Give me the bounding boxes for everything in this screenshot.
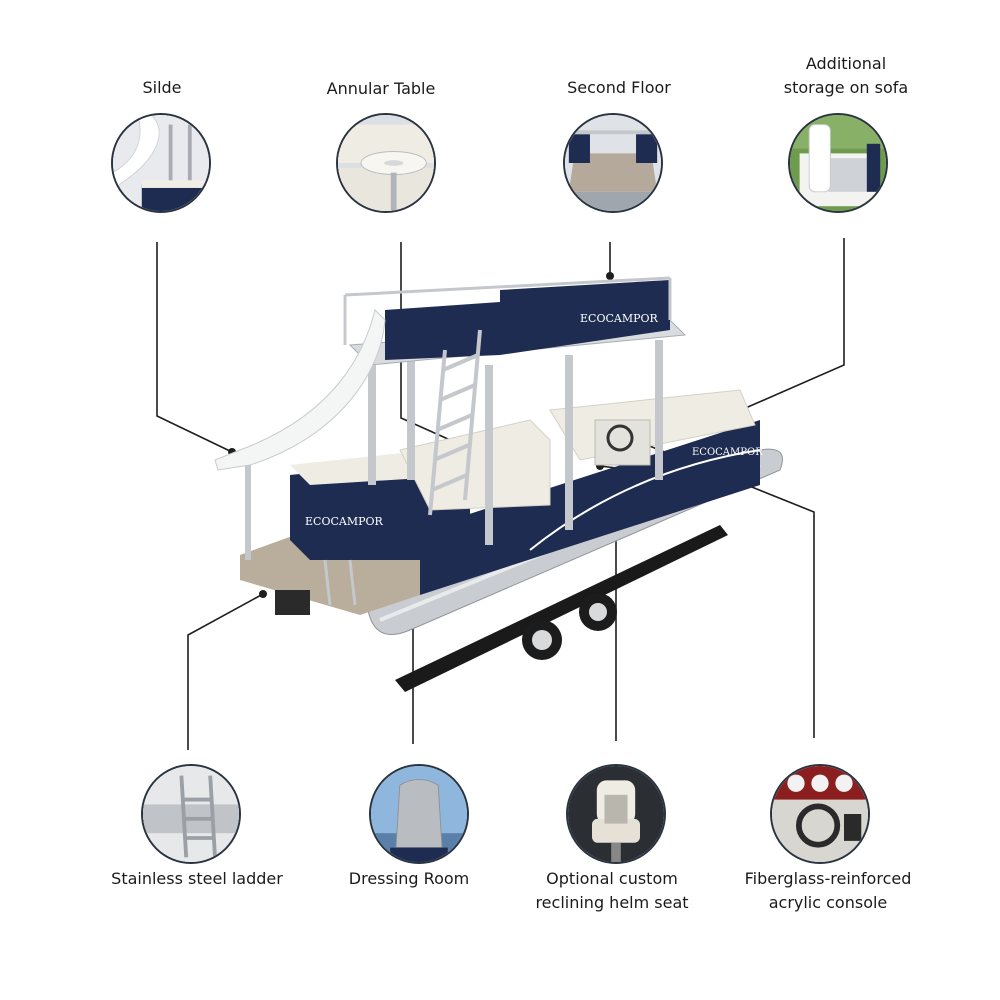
helm-seat-label: Optional custom reclining helm seat xyxy=(535,867,688,915)
leader-sofa-storage xyxy=(740,238,845,411)
hull-side-panel xyxy=(420,420,760,595)
water-slide xyxy=(214,309,386,471)
sofa-storage-label-line2: storage on sofa xyxy=(783,78,909,97)
sofa-storage-thumbnail xyxy=(788,113,888,213)
trailer-frame xyxy=(395,525,728,692)
console-label: Fiberglass-reinforced acrylic console xyxy=(745,867,912,915)
upper-deck-panel xyxy=(500,280,670,355)
upper-brand-logo: ECOCAMPOR xyxy=(580,312,659,325)
dressing-room-thumbnail xyxy=(369,764,469,864)
storage-icon xyxy=(790,115,886,211)
second-floor-thumbnail xyxy=(563,113,663,213)
ladder-label: Stainless steel ladder xyxy=(111,869,283,888)
upper-deck-ladder xyxy=(428,329,482,516)
slide-icon xyxy=(113,115,209,211)
sofa-storage-label: Additional storage on sofa xyxy=(784,52,908,100)
helm-seat-thumbnail xyxy=(566,764,666,864)
console-icon xyxy=(772,766,868,862)
table-icon xyxy=(338,115,434,211)
deck-icon xyxy=(565,115,661,211)
ladder-thumbnail xyxy=(141,764,241,864)
annular-table-thumbnail xyxy=(336,113,436,213)
trailer-wheels xyxy=(522,593,617,660)
helm-seat-label-line2: reclining helm seat xyxy=(535,893,689,912)
helm-seat-label-line1: Optional custom xyxy=(546,869,678,888)
console-label-line1: Fiberglass-reinforced xyxy=(744,869,912,888)
side-brand-logo: ECOCAMPOR xyxy=(692,447,763,458)
leader-ladder xyxy=(187,593,264,750)
leader-slide xyxy=(156,242,233,453)
pontoon-boat-image: ECOCAMPOR ECOCAMPOR ECOCAMPOR xyxy=(214,276,783,692)
dressing-room-icon xyxy=(371,766,467,862)
slide-thumbnail xyxy=(111,113,211,213)
dressing-room-label: Dressing Room xyxy=(348,869,470,888)
console-thumbnail xyxy=(770,764,870,864)
second-floor-label: Second Floor xyxy=(567,78,671,97)
seat-icon xyxy=(568,766,664,862)
annular-table-label: Annular Table xyxy=(326,79,436,98)
slide-label: Silde xyxy=(142,78,182,97)
rear-brand-logo: ECOCAMPOR xyxy=(305,515,384,528)
console-label-line2: acrylic console xyxy=(768,893,888,912)
ladder-icon xyxy=(143,766,239,862)
outboard-motor xyxy=(275,590,310,615)
sofa-storage-label-line1: Additional xyxy=(805,54,887,73)
